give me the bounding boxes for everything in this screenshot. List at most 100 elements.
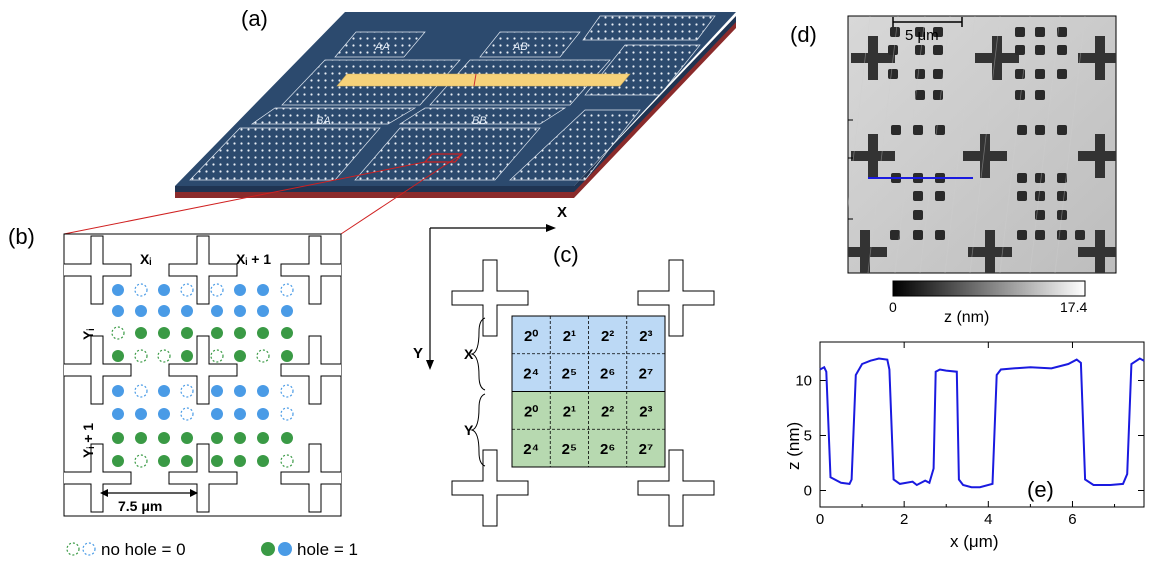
brace-x-label: X: [464, 346, 474, 362]
afm-scan-line: [867, 16, 899, 273]
hole-dot: [257, 432, 269, 444]
zoom-line-left: [63, 161, 426, 235]
alignment-cross: [280, 235, 341, 305]
empty-dot: [210, 283, 224, 297]
axis-x-label: X: [557, 204, 567, 221]
afm-hole: [1035, 210, 1045, 220]
block: [479, 31, 581, 58]
hole-dot: [234, 408, 246, 420]
block: [398, 107, 567, 125]
axis-y-arrow: [426, 360, 434, 370]
col-label-xi1: Xᵢ + 1: [236, 251, 271, 267]
afm-cross: [975, 36, 1019, 80]
afm-hole: [913, 230, 923, 240]
afm-cross: [1078, 134, 1116, 178]
hole-dot: [257, 284, 269, 296]
axis-y-label: Y: [413, 345, 423, 362]
bit-cell-label: 2⁰: [524, 328, 538, 345]
afm-hole: [1035, 45, 1045, 55]
y-axis-label: z (nm): [784, 422, 803, 470]
colorbar-min: 0: [889, 299, 897, 315]
hole-dot: [158, 284, 170, 296]
block: [334, 31, 426, 58]
afm-hole: [1017, 230, 1027, 240]
afm-scan-line: [1054, 16, 1086, 273]
block-label-aa: AA: [374, 41, 390, 53]
hole-dot: [234, 385, 246, 397]
x-axis-label: x (μm): [950, 532, 999, 551]
afm-hole: [933, 45, 943, 55]
block-label-ba: BA: [316, 115, 331, 127]
afm-cross: [851, 134, 895, 178]
alignment-crosses: [64, 235, 341, 513]
scale-label: 7.5 μm: [118, 498, 162, 514]
plot-frame: [819, 341, 1145, 508]
afm-scan-line: [1029, 16, 1061, 273]
hole-dot: [158, 432, 170, 444]
hole-dot: [112, 432, 124, 444]
afm-hole: [1057, 191, 1067, 201]
hole-dot: [211, 408, 223, 420]
legend-hole: hole = 1: [297, 540, 358, 559]
panel-a: (a) AA AB BA BB: [63, 6, 736, 235]
bit-cell-label: 2¹: [563, 328, 576, 345]
alignment-cross: [637, 449, 715, 527]
bit-cell-label: 2¹: [563, 403, 576, 420]
afm-hole: [1057, 27, 1067, 37]
brace-x: [470, 317, 486, 391]
afm-hole: [1035, 125, 1045, 135]
afm-hole: [1075, 230, 1085, 240]
hole-dot: [112, 284, 124, 296]
panel-b: (b) Xᵢ Xᵢ + 1 Yᵢ Yᵢ + 1 7.5 μm no hole =…: [8, 224, 358, 559]
bit-cell-label: 2⁰: [524, 403, 538, 420]
afm-hole: [1015, 45, 1025, 55]
alignment-cross: [168, 443, 238, 513]
hole-dot: [158, 385, 170, 397]
empty-dot: [280, 384, 294, 398]
gold-strip: [336, 73, 631, 87]
afm-scan-line: [894, 16, 926, 273]
hole-dot: [234, 284, 246, 296]
panel-c-label: (c): [553, 242, 579, 267]
hole-dot: [158, 455, 170, 467]
afm-hole: [1035, 230, 1045, 240]
afm-scan-line: [848, 16, 871, 208]
afm-hole: [891, 125, 901, 135]
bit-cell-label: 2⁷: [639, 366, 654, 383]
hole-dot: [181, 327, 193, 339]
hole-dot: [234, 350, 246, 362]
bit-cell-label: 2³: [639, 328, 652, 345]
hole-dot: [257, 455, 269, 467]
bit-cell-label: 2²: [601, 328, 614, 345]
empty-dot: [157, 349, 171, 363]
alignment-cross: [451, 449, 529, 527]
afm-scan-line: [969, 16, 1001, 273]
afm-hole: [1035, 191, 1045, 201]
alignment-cross: [64, 335, 132, 405]
afm-hole: [1057, 210, 1067, 220]
bit-cell-label: 2⁴: [523, 366, 539, 383]
afm-hole: [913, 210, 923, 220]
arrow-head-left: [100, 489, 108, 497]
hole-dot: [135, 432, 147, 444]
alignment-cross: [168, 235, 238, 305]
hole-dot: [112, 350, 124, 362]
afm-cross: [851, 36, 895, 80]
afm-hole: [1057, 69, 1067, 79]
empty-dot: [111, 326, 125, 340]
bit-cell-label: 2⁵: [562, 441, 577, 458]
block: [250, 107, 417, 125]
afm-hole: [888, 45, 898, 55]
afm-hole: [1057, 173, 1067, 183]
x-tick-label: 4: [984, 511, 992, 528]
row-label-yi: Yᵢ: [80, 329, 96, 340]
alignment-cross: [280, 335, 341, 405]
hole-dot: [281, 327, 293, 339]
afm-hole: [915, 27, 925, 37]
zoom-box: [423, 153, 464, 163]
hole-dot: [112, 305, 124, 317]
hole-dot: [281, 432, 293, 444]
hole-dot: [181, 350, 193, 362]
